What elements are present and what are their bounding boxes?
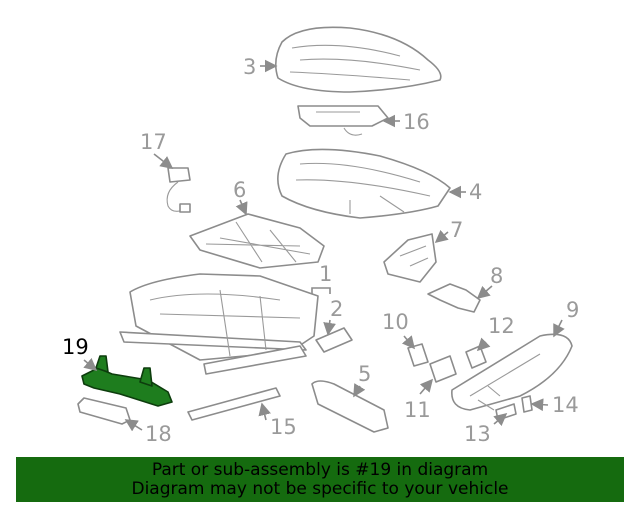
part-2-seat-motor	[315, 327, 353, 353]
callout-9: 9	[566, 298, 579, 322]
callout-18: 18	[145, 422, 172, 446]
callout-3: 3	[243, 55, 256, 79]
part-5-trim-cover	[311, 380, 389, 433]
part-14-clip	[521, 395, 533, 413]
part-15-track-cover	[187, 387, 281, 421]
part-11-switch-bracket	[429, 355, 457, 383]
callout-8: 8	[490, 264, 503, 288]
part-13-cover	[495, 403, 517, 421]
callout-6: 6	[233, 178, 246, 202]
callout-labels: 3 16 17 4 6 7 1 8 2 9 10 12 19 5 11 14 1…	[62, 55, 579, 446]
part-19-highlighted-component	[81, 355, 173, 407]
callout-10: 10	[382, 310, 409, 334]
part-7-side-bracket	[383, 233, 437, 283]
part-16-cushion-module	[297, 105, 389, 136]
part-17-wiring-harness	[166, 167, 191, 213]
callout-4: 4	[469, 180, 482, 204]
callout-7: 7	[450, 218, 463, 242]
leader-lines	[83, 59, 565, 432]
part-info-banner: Part or sub-assembly is #19 in diagram D…	[16, 457, 624, 502]
banner-line-disclaimer: Diagram may not be specific to your vehi…	[131, 479, 509, 499]
callout-15: 15	[270, 415, 297, 439]
part-12-knob	[465, 345, 487, 369]
callout-16: 16	[403, 110, 430, 134]
callout-17: 17	[140, 130, 167, 154]
part-1-adjuster-track-assembly	[119, 273, 319, 375]
part-8-bracket	[427, 283, 481, 313]
callout-12: 12	[488, 314, 515, 338]
callout-1: 1	[319, 262, 332, 286]
callout-13: 13	[464, 422, 491, 446]
callout-11: 11	[404, 398, 431, 422]
callout-14: 14	[552, 393, 579, 417]
banner-line-part-number: Part or sub-assembly is #19 in diagram	[151, 460, 489, 480]
exploded-parts-diagram: 3 16 17 4 6 7 1 8 2 9 10 12 19 5 11 14 1…	[62, 26, 579, 446]
callout-5: 5	[358, 362, 371, 386]
callout-2: 2	[330, 297, 343, 321]
part-18-cover	[77, 397, 131, 425]
part-10-switch	[407, 343, 429, 367]
callout-19-highlighted: 19	[62, 335, 89, 359]
part-6-lifter-mechanism	[189, 213, 325, 269]
part-4-cushion-frame	[277, 148, 451, 219]
part-3-seat-cushion-pad	[274, 26, 442, 93]
